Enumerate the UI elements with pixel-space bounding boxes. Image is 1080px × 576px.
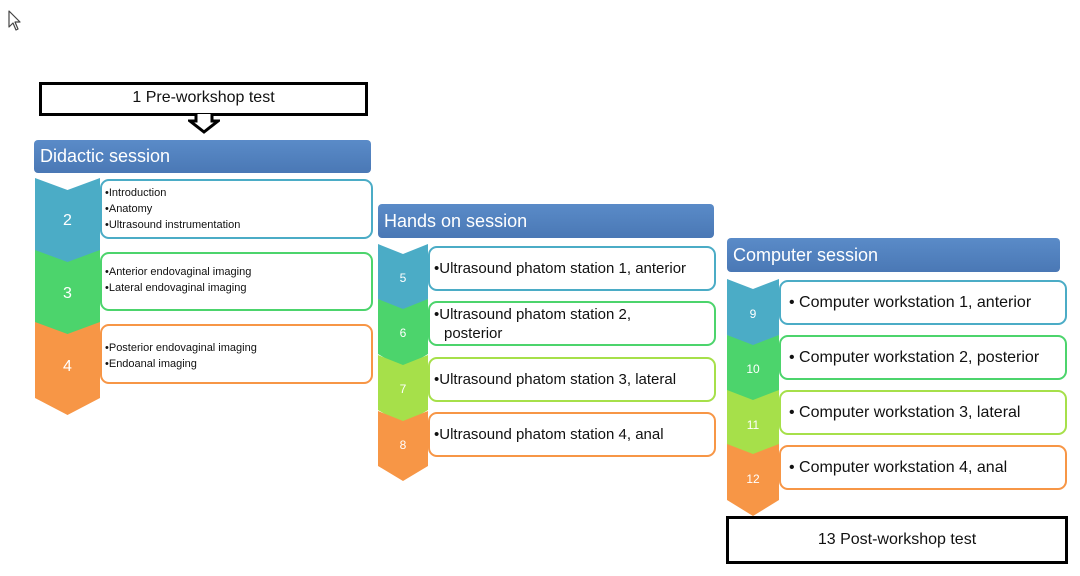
- step-9-number: 9: [749, 307, 757, 321]
- computer-session-title: Computer session: [733, 244, 879, 265]
- step-7-line-1: •Ultrasound phatom station 3, lateral: [434, 371, 677, 388]
- step-9-chevron: [727, 279, 779, 351]
- step-6-box: •Ultrasound phatom station 2, posterior: [428, 301, 716, 346]
- step-4-box: •Posterior endovaginal imaging •Endoanal…: [100, 324, 373, 384]
- step-6-chevron: [378, 299, 428, 369]
- step-11-line-1: • Computer workstation 3, lateral: [789, 403, 1021, 421]
- step-2-box: •Introduction •Anatomy •Ultrasound instr…: [100, 179, 373, 239]
- step-7-box: •Ultrasound phatom station 3, lateral: [428, 357, 716, 402]
- step-12-box: • Computer workstation 4, anal: [779, 445, 1067, 490]
- step-3-line-1: •Anterior endovaginal imaging: [105, 266, 252, 278]
- post-workshop-test-label: 13 Post-workshop test: [817, 531, 977, 548]
- step-11-box: • Computer workstation 3, lateral: [779, 390, 1067, 435]
- step-4-chevron: [35, 322, 100, 415]
- post-workshop-test-box: 13 Post-workshop test: [726, 516, 1068, 564]
- step-6-line-2: posterior: [444, 324, 503, 342]
- step-10-box: • Computer workstation 2, posterior: [779, 335, 1067, 380]
- step-4-number: 4: [63, 358, 72, 375]
- pre-workshop-test-label: 1 Pre-workshop test: [132, 89, 275, 106]
- step-3-number: 3: [63, 285, 72, 302]
- step-2-line-3: •Ultrasound instrumentation: [105, 219, 241, 231]
- step-4-line-1: •Posterior endovaginal imaging: [105, 342, 257, 354]
- down-arrow-icon: [188, 114, 220, 134]
- step-3-box: •Anterior endovaginal imaging •Lateral e…: [100, 252, 373, 311]
- step-5-number: 5: [399, 271, 407, 285]
- step-9-box: • Computer workstation 1, anterior: [779, 280, 1067, 325]
- step-10-chevron: [727, 335, 779, 407]
- pre-workshop-test-box: 1 Pre-workshop test: [39, 82, 368, 116]
- step-11-number: 11: [746, 418, 760, 432]
- step-7-number: 7: [399, 382, 407, 396]
- step-2-line-1: •Introduction: [105, 187, 167, 199]
- step-2-chevron: [35, 178, 100, 271]
- computer-session-header: Computer session: [727, 238, 1060, 272]
- step-10-line-1: • Computer workstation 2, posterior: [789, 348, 1040, 366]
- step-5-line-1: •Ultrasound phatom station 1, anterior: [434, 260, 687, 277]
- step-12-line-1: • Computer workstation 4, anal: [789, 458, 1008, 476]
- step-8-chevron: [378, 411, 428, 481]
- step-2-number: 2: [63, 212, 72, 229]
- step-8-line-1: •Ultrasound phatom station 4, anal: [434, 426, 664, 443]
- step-4-line-2: •Endoanal imaging: [105, 358, 197, 370]
- hands-on-session-header: Hands on session: [378, 204, 714, 238]
- didactic-session-header: Didactic session: [34, 140, 371, 173]
- step-5-chevron: [378, 244, 428, 314]
- step-8-number: 8: [399, 438, 407, 452]
- didactic-session-title: Didactic session: [40, 146, 171, 166]
- step-3-line-2: •Lateral endovaginal imaging: [105, 282, 247, 294]
- hands-on-session-title: Hands on session: [384, 210, 528, 231]
- step-6-number: 6: [399, 326, 407, 340]
- step-6-line-1: •Ultrasound phatom station 2,: [434, 305, 632, 323]
- step-5-box: •Ultrasound phatom station 1, anterior: [428, 246, 716, 291]
- step-12-number: 12: [746, 472, 760, 486]
- step-10-number: 10: [746, 362, 760, 376]
- step-8-box: •Ultrasound phatom station 4, anal: [428, 412, 716, 457]
- step-9-line-1: • Computer workstation 1, anterior: [789, 293, 1032, 311]
- step-7-chevron: [378, 355, 428, 425]
- step-12-chevron: [727, 444, 779, 516]
- step-11-chevron: [727, 390, 779, 462]
- mouse-cursor-icon: [8, 10, 21, 31]
- step-2-line-2: •Anatomy: [105, 203, 153, 215]
- step-3-chevron: [35, 250, 100, 342]
